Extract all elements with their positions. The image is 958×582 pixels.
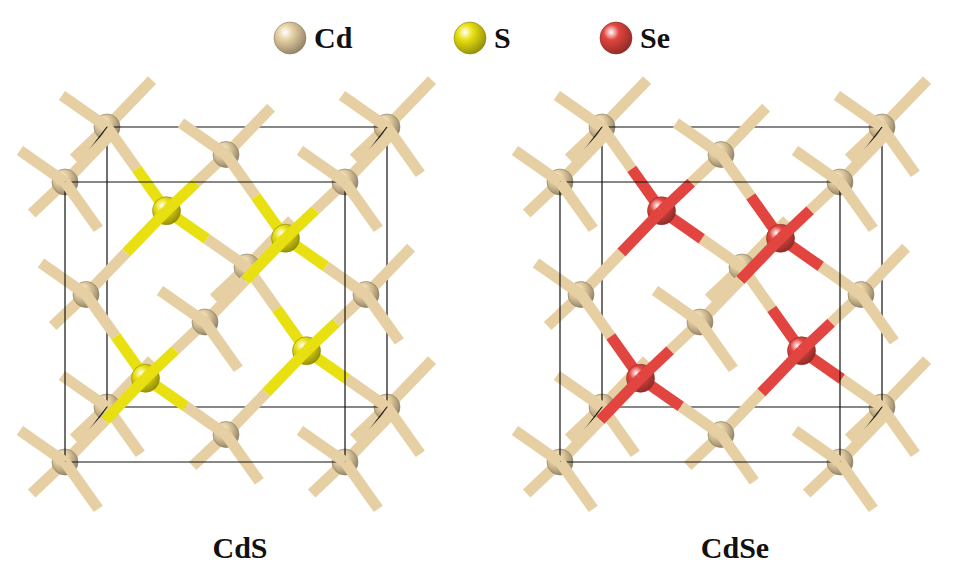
bond-stick	[602, 127, 632, 169]
bond-stick	[105, 378, 145, 420]
unit-cell-edge	[560, 181, 840, 182]
bond-stick	[62, 376, 107, 408]
bond-stick	[146, 350, 176, 378]
bond-stick	[307, 323, 337, 351]
bond-stick	[65, 182, 98, 229]
bond-stick	[560, 462, 593, 509]
structure-label: CdSe	[701, 531, 769, 565]
bond-stick	[186, 406, 226, 434]
bond-stick	[387, 127, 420, 174]
bond-stick	[621, 211, 661, 253]
bond-stick	[795, 431, 840, 463]
bond-stick	[86, 295, 116, 337]
bond-stick	[342, 96, 387, 128]
bond-stick	[655, 291, 700, 323]
legend-swatch	[272, 20, 308, 56]
bond-stick	[207, 239, 247, 267]
bond-stick	[347, 379, 387, 407]
bond-stick	[802, 323, 832, 351]
bond-stick	[366, 295, 399, 342]
bond-stick	[781, 210, 811, 238]
bond-stick	[62, 96, 107, 128]
bond-stick	[761, 351, 801, 393]
bond-stick	[345, 182, 378, 229]
legend-swatch	[452, 20, 488, 56]
bond-stick	[581, 295, 611, 337]
bond-stick	[41, 263, 86, 295]
bond-stick	[676, 123, 721, 155]
structure-label: CdS	[212, 531, 267, 565]
bond-stick	[662, 183, 692, 211]
bond-stick	[300, 151, 345, 183]
legend-text: Cd	[314, 21, 352, 55]
legend-text: S	[494, 21, 511, 55]
bond-stick	[515, 151, 560, 183]
bond-stick	[560, 182, 593, 229]
unit-cell-edge	[559, 182, 560, 462]
bond-stick	[345, 462, 378, 509]
bond-stick	[181, 123, 226, 155]
bond-stick	[160, 291, 205, 323]
bond-stick	[326, 266, 366, 294]
unit-cell-edge	[64, 182, 65, 462]
bond-stick	[65, 462, 98, 509]
bond-stick	[681, 406, 721, 434]
bond-stick	[20, 151, 65, 183]
bond-stick	[641, 350, 671, 378]
unit-cell-edge	[65, 181, 345, 182]
bond-stick	[300, 431, 345, 463]
bond-stick	[842, 379, 882, 407]
bond-stick	[167, 183, 197, 211]
bond-stick	[821, 266, 861, 294]
bond-stick	[226, 435, 259, 482]
bond-stick	[557, 96, 602, 128]
bond-stick	[882, 407, 915, 454]
bond-stick	[226, 155, 256, 197]
legend-text: Se	[640, 21, 670, 55]
bond-stick	[702, 239, 742, 267]
bond-stick	[840, 462, 873, 509]
cdse-structure	[515, 80, 927, 509]
bond-stick	[837, 96, 882, 128]
legend-entry: Se	[598, 20, 670, 56]
unit-cell-edge	[344, 182, 345, 462]
bond-stick	[20, 431, 65, 463]
cds-structure	[20, 80, 432, 509]
unit-cell-edge	[65, 461, 345, 462]
bond-stick	[557, 376, 602, 408]
bond-stick	[515, 431, 560, 463]
bond-stick	[286, 210, 316, 238]
legend-swatch	[598, 20, 634, 56]
legend-entry: S	[452, 20, 511, 56]
bond-stick	[861, 295, 894, 342]
bond-stick	[721, 435, 754, 482]
bond-stick	[387, 407, 420, 454]
bond-stick	[536, 263, 581, 295]
bond-stick	[740, 238, 780, 280]
bond-stick	[882, 127, 915, 174]
legend-entry: Cd	[272, 20, 352, 56]
bond-stick	[840, 182, 873, 229]
bond-stick	[126, 211, 166, 253]
bond-stick	[700, 322, 733, 369]
bond-stick	[721, 155, 751, 197]
unit-cell-edge	[839, 182, 840, 462]
bond-stick	[795, 151, 840, 183]
bond-stick	[245, 238, 285, 280]
bond-stick	[107, 127, 137, 169]
bond-stick	[600, 378, 640, 420]
bond-stick	[205, 322, 238, 369]
unit-cell-edge	[560, 461, 840, 462]
bond-stick	[266, 351, 306, 393]
